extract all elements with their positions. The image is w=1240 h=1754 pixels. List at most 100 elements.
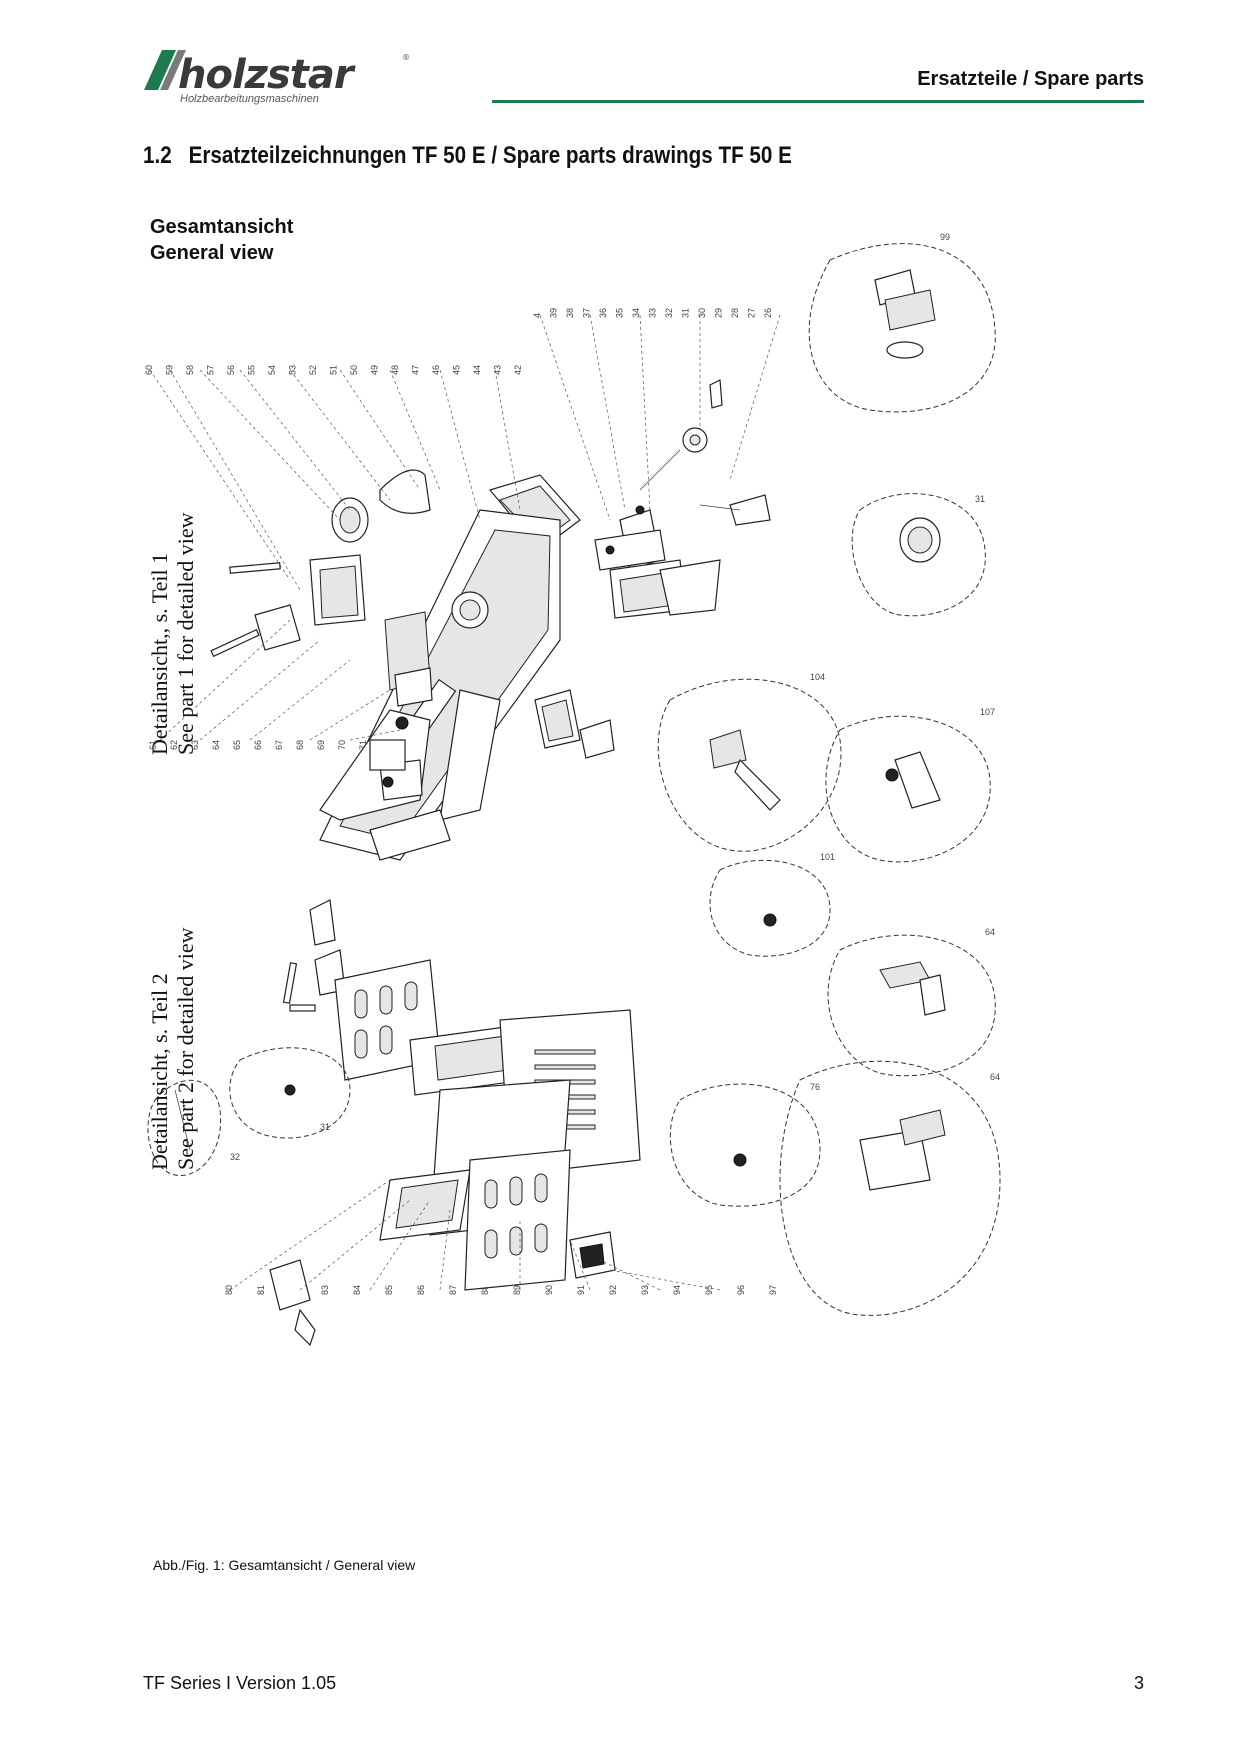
callout-number: 64 (211, 740, 221, 750)
exploded-view-drawing: Detailansicht,, s. Teil 1 See part 1 for… (144, 232, 1001, 1347)
detail-bubble (669, 1083, 821, 1207)
trademark-symbol: ® (402, 53, 410, 62)
drawing-title-en: General view (150, 242, 274, 264)
callout-number: 51 (329, 365, 339, 375)
callout-number: 68 (295, 740, 305, 750)
callout-number: 84 (352, 1285, 362, 1295)
callout-number: 61 (148, 740, 158, 750)
page-number: 3 (1133, 1673, 1144, 1693)
callout-number: 58 (185, 365, 195, 375)
callout-number: 36 (598, 308, 608, 318)
callout-number: 50 (349, 365, 359, 375)
brand-name: holzstar (178, 52, 356, 98)
callout-number: 81 (256, 1285, 266, 1295)
callout-number: 46 (431, 365, 441, 375)
callout-number: 56 (226, 365, 236, 375)
callout-number: 85 (384, 1285, 394, 1295)
callout-number: 86 (416, 1285, 426, 1295)
callout-number: 55 (247, 365, 257, 375)
bubble-label: 101 (820, 852, 835, 862)
callout-number: 47 (411, 365, 421, 375)
callout-number: 97 (768, 1285, 778, 1295)
callout-number: 32 (664, 308, 674, 318)
detail-caption-part1-en: See part 1 for detailed view (173, 512, 198, 755)
detail-bubble (229, 1047, 351, 1139)
detail-bubble (808, 243, 996, 413)
callout-number: 87 (448, 1285, 458, 1295)
callout-number: 37 (582, 308, 592, 318)
callout-number: 34 (631, 308, 641, 318)
callout-number: 30 (697, 308, 707, 318)
section-header: Ersatzteile / Spare parts (917, 68, 1144, 90)
footer-series-version: TF Series I Version 1.05 (143, 1673, 337, 1693)
logo-mark-icon (144, 50, 176, 90)
brand-tagline: Holzbearbeitungsmaschinen (180, 93, 319, 105)
detail-caption-part1-de: Detailansicht,, s. Teil 1 (147, 553, 172, 755)
callout-number: 95 (704, 1285, 714, 1295)
detail-bubble (147, 1079, 222, 1177)
heading-number: 1.2 (143, 142, 172, 169)
drawing-title-de: Gesamtansicht (150, 216, 294, 238)
callout-number: 96 (736, 1285, 746, 1295)
callout-number: 28 (730, 308, 740, 318)
callout-number: 60 (144, 365, 154, 375)
brand-logo: holzstar ® Holzbearbeitungsmaschinen (140, 46, 420, 106)
callout-number: 92 (608, 1285, 618, 1295)
callout-number: 91 (576, 1285, 586, 1295)
callout-number: 62 (169, 740, 179, 750)
callout-number: 67 (274, 740, 284, 750)
callout-number: 80 (224, 1285, 234, 1295)
drawing-title: Gesamtansicht General view (150, 214, 293, 266)
callout-number: 44 (472, 365, 482, 375)
page-heading: 1.2 Ersatzteilzeichnungen TF 50 E / Spare… (143, 142, 792, 170)
callout-number: 69 (316, 740, 326, 750)
detail-bubble (825, 715, 991, 863)
bubble-label: 64 (985, 927, 995, 937)
bubble-label: 31 (320, 1122, 330, 1132)
callout-number: 52 (308, 365, 318, 375)
heading-text: Ersatzteilzeichnungen TF 50 E / Spare pa… (188, 142, 792, 169)
bubble-label: 104 (810, 672, 825, 682)
callout-number: 4 (532, 313, 542, 318)
bubble-label: 99 (940, 232, 950, 242)
callout-number: 29 (714, 308, 724, 318)
callout-number: 63 (190, 740, 200, 750)
callout-number: 54 (267, 365, 277, 375)
bubble-label: 31 (975, 494, 985, 504)
callout-number: 31 (681, 308, 691, 318)
bubble-label: 107 (980, 707, 995, 717)
callout-number: 90 (544, 1285, 554, 1295)
detail-bubble (709, 859, 831, 957)
callout-number: 57 (206, 365, 216, 375)
motor-assembly (594, 379, 771, 619)
callout-number: 27 (747, 308, 757, 318)
callout-number: 43 (493, 365, 503, 375)
callout-number: 38 (565, 308, 575, 318)
callout-number: 39 (549, 308, 559, 318)
callout-number: 93 (640, 1285, 650, 1295)
callout-number: 71 (358, 740, 368, 750)
callout-number: 94 (672, 1285, 682, 1295)
callout-number: 48 (390, 365, 400, 375)
detail-caption-part2-de: Detailansicht, s. Teil 2 (147, 973, 172, 1170)
callout-number: 83 (320, 1285, 330, 1295)
bubble-label: 64 (990, 1072, 1000, 1082)
callout-number: 45 (452, 365, 462, 375)
callout-number: 33 (648, 308, 658, 318)
detail-bubble (779, 1060, 1001, 1316)
fence-assembly (210, 469, 433, 801)
callout-number: 89 (512, 1285, 522, 1295)
detail-bubbles: 99 31 104 107 101 64 76 64 31 32 (147, 232, 1001, 1316)
detail-caption-part2-en: See part 2 for detailed view (173, 927, 198, 1170)
leader-lines (149, 314, 781, 1291)
figure-caption: Abb./Fig. 1: Gesamtansicht / General vie… (153, 1557, 416, 1573)
callout-number: 53 (288, 365, 298, 375)
callout-number: 59 (165, 365, 175, 375)
bubble-label: 32 (230, 1152, 240, 1162)
header-divider (492, 100, 1144, 103)
callout-number: 65 (232, 740, 242, 750)
callout-number: 42 (513, 365, 523, 375)
